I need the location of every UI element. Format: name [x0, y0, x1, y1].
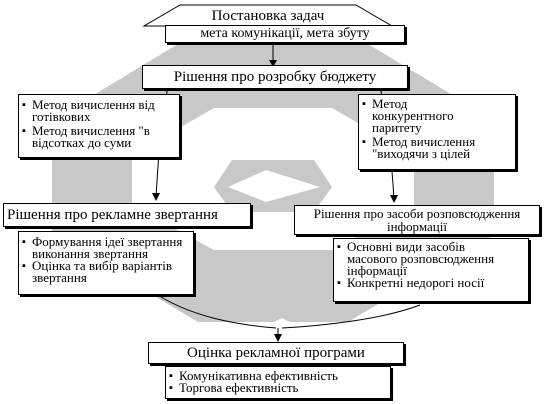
list-item: Оцінка та вибір варіантів звертання — [21, 259, 191, 284]
connector-media-bottom — [281, 304, 421, 329]
list-item: Метод вичислення "виходячи з цілей — [361, 135, 512, 160]
budget-title: Рішення про розробку бюджету — [173, 69, 377, 85]
evaluation-items-box: Комунікативна ефективність Торгова ефект… — [165, 366, 391, 399]
top-subtitle: мета комунікації, мета збуту — [200, 26, 370, 41]
arrowheads — [152, 60, 398, 342]
list-item: Торгова ефективність — [168, 381, 388, 394]
top-subtitle-box: мета комунікації, мета збуту — [165, 25, 405, 43]
appeal-title: Рішення про рекламне звертання — [7, 207, 218, 223]
list-item: Формування ідеї звертання виконання звер… — [21, 235, 191, 260]
media-list: Основні види засобів масового розповсюдж… — [336, 240, 526, 289]
appeal-items-box: Формування ідеї звертання виконання звер… — [18, 231, 194, 295]
list-item: Конкретні недорогі носії — [336, 276, 526, 289]
appeal-box: Рішення про рекламне звертання — [3, 203, 251, 227]
top-banner-title: Постановка задач — [211, 8, 325, 24]
list-item: Основні види засобів масового розповсюдж… — [336, 240, 517, 277]
budget-left-list: Метод вичислення від готівкових Метод ви… — [21, 98, 177, 149]
list-item: Метод вичислення від готівкових — [21, 98, 177, 123]
arrowhead-budget — [269, 60, 277, 67]
evaluation-list: Комунікативна ефективність Торгова ефект… — [168, 369, 388, 394]
arrowhead-media — [390, 195, 398, 203]
evaluation-box: Оцінка рекламної програми — [148, 342, 404, 364]
bottom-diamond — [268, 318, 296, 332]
appeal-list: Формування ідеї звертання виконання звер… — [21, 235, 191, 284]
budget-left-box: Метод вичислення від готівкових Метод ви… — [18, 94, 180, 158]
budget-right-list: Метод конкурентного паритету Метод вичис… — [361, 97, 513, 160]
list-item: Метод вичислення "в відсотках до суми — [21, 124, 177, 149]
evaluation-title: Оцінка рекламної програми — [187, 345, 365, 361]
center-diamond — [228, 170, 320, 202]
list-item: Метод конкурентного паритету — [361, 97, 464, 134]
arrowhead-appeal — [152, 193, 160, 201]
media-title: Рішення про засоби розповсюдження інформ… — [313, 206, 521, 234]
arrowhead-evaluation — [274, 334, 282, 342]
budget-box: Рішення про розробку бюджету — [142, 65, 408, 89]
media-items-box: Основні види засобів масового розповсюдж… — [333, 238, 529, 302]
connector-appeal-bottom — [149, 289, 277, 329]
list-item: Комунікативна ефективність — [168, 369, 388, 382]
media-box: Рішення про засоби розповсюдження інформ… — [294, 205, 540, 235]
budget-right-box: Метод конкурентного паритету Метод вичис… — [358, 94, 516, 170]
